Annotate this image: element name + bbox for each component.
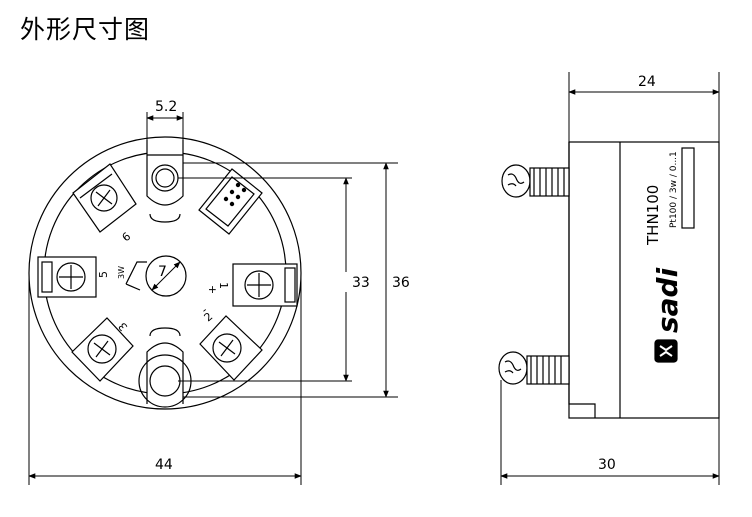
center-circle-label: 7 [158, 264, 167, 280]
center-hole [125, 255, 187, 297]
front-dimensions [28, 112, 398, 485]
bottom-mounting-slot [138, 327, 192, 408]
terminal-3-label: 3 [116, 320, 130, 334]
dim-outer-height: 36 [392, 275, 410, 291]
terminal-2-bottom-right [199, 315, 263, 381]
side-label-window [681, 147, 695, 229]
dim-hole-spacing: 33 [352, 275, 370, 291]
side-view [498, 141, 720, 419]
drawing-title: 外形尺寸图 [20, 15, 151, 44]
product-spec: Pt100 / 3w / 0...1 [669, 151, 679, 228]
terminal-3-bottom-left [71, 317, 134, 382]
terminal-1-label: 1 [217, 282, 230, 289]
brand-name: sadi [651, 267, 684, 333]
terminal-5-label: 5 [97, 271, 110, 278]
terminal-5-sub-label: 3W [117, 266, 126, 279]
product-model: THN100 [644, 185, 662, 246]
terminal-5-left [37, 256, 97, 298]
top-screw [501, 164, 570, 198]
side-body [568, 141, 720, 419]
side-dimensions [500, 72, 720, 485]
terminal-6-label: 6 [120, 230, 134, 244]
terminal-6-top-left [72, 163, 137, 233]
programming-connector [198, 168, 263, 235]
terminal-1-right [232, 263, 298, 307]
dim-diameter: 44 [155, 457, 173, 473]
dim-side-total: 30 [598, 457, 616, 473]
front-view [28, 136, 302, 410]
dim-side-width: 24 [638, 74, 656, 90]
dim-slot-width: 5.2 [155, 99, 177, 115]
brand-logo-mark [654, 339, 678, 363]
terminal-1-sign: + [206, 285, 219, 294]
top-mounting-slot [146, 140, 184, 223]
bottom-screw [498, 351, 570, 385]
terminal-2-sign: - [199, 304, 210, 317]
